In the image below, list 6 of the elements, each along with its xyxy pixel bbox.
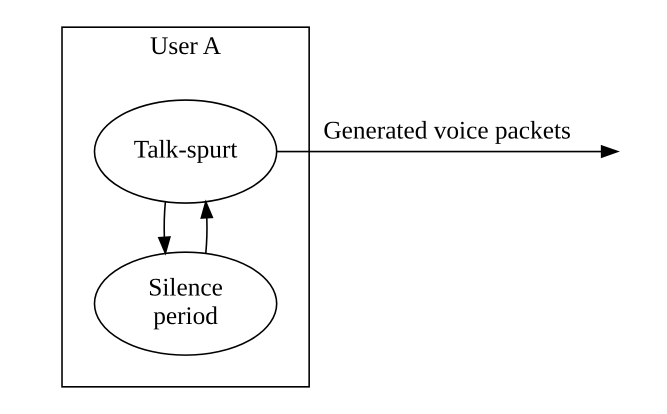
arrow bbox=[157, 202, 170, 256]
arrow bbox=[200, 200, 214, 254]
node-ellipse: Silence period bbox=[93, 251, 277, 356]
arrow bbox=[276, 144, 620, 158]
node-ellipse: Talk-spurt bbox=[93, 99, 277, 204]
edge-label: Generated voice packets bbox=[322, 116, 570, 145]
